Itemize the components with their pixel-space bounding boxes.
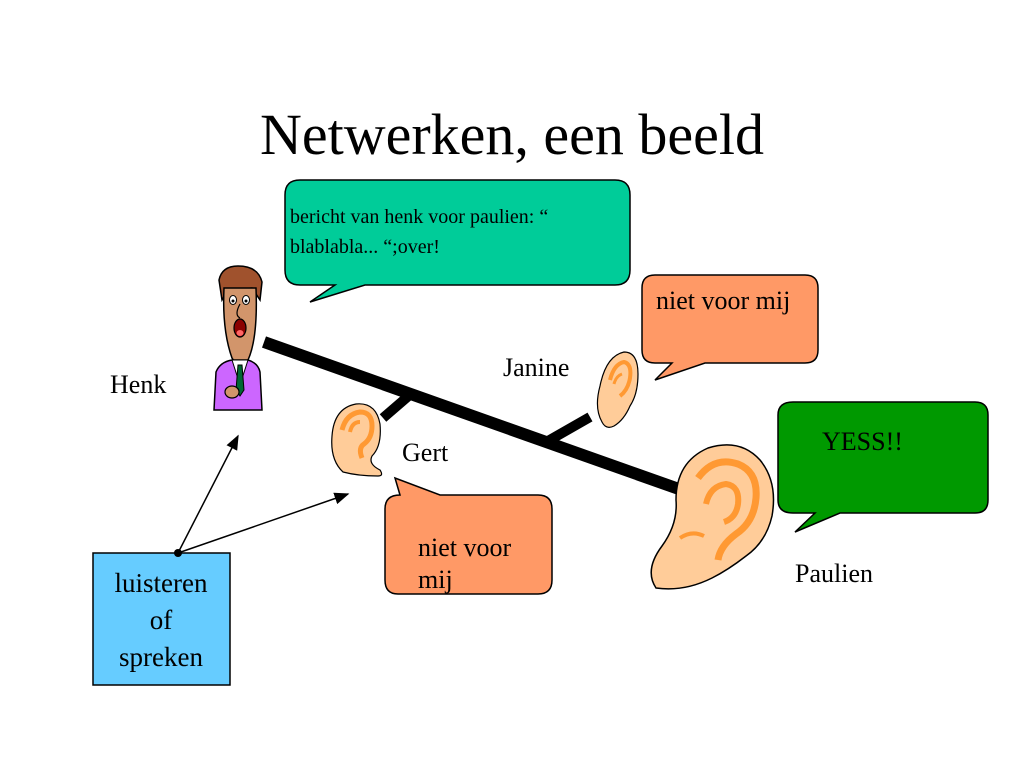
label-henk: Henk: [110, 370, 167, 399]
person-henk-icon: [213, 265, 263, 411]
ear-icon: [331, 403, 383, 477]
label-janine: Janine: [503, 353, 570, 382]
paulien-reply-text: YESS!!: [822, 427, 903, 456]
label-paulien: Paulien: [795, 559, 873, 588]
speech-bubble-paulien: [777, 401, 989, 533]
arrows: [174, 434, 350, 557]
box-line-2: of: [149, 605, 173, 635]
ear-icon: [650, 444, 775, 590]
box-line-1: luisteren: [114, 568, 208, 598]
network-cable: [261, 336, 696, 500]
ear-icon: [596, 351, 639, 428]
label-gert: Gert: [402, 438, 449, 467]
henk-message-text: bericht van henk voor paulien: “ blablab…: [290, 206, 549, 258]
janine-reply-text: niet voor mij: [656, 286, 791, 315]
luisteren-spreken-text: luisteren of spreken: [94, 565, 228, 676]
speech-bubble-gert: [384, 476, 553, 595]
box-line-3: spreken: [119, 642, 203, 672]
luisteren-spreken-box: [92, 552, 231, 686]
slide-title: Netwerken, een beeld: [259, 102, 765, 167]
gert-reply-text: niet voor mij: [418, 533, 512, 594]
speech-bubble-janine: [641, 274, 819, 381]
speech-bubble-henk: [284, 179, 631, 303]
